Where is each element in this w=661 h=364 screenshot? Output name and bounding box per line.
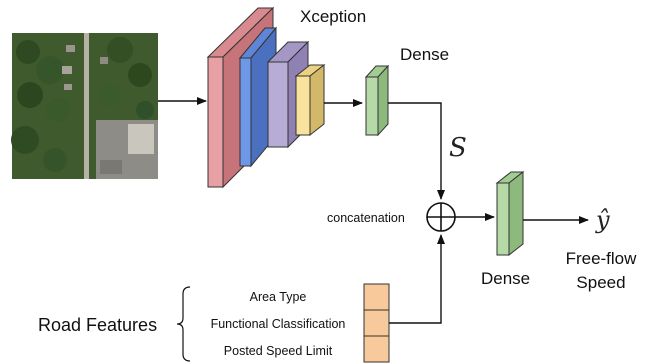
dense-output-label: Dense [481, 269, 530, 288]
dense-layer-top [364, 64, 390, 137]
dense-layer-output [495, 170, 525, 257]
feature-area-type: Area Type [250, 290, 307, 304]
arrow-features-to-concat [389, 234, 445, 324]
circled-plus-icon [426, 202, 456, 232]
dense-top-label: Dense [400, 45, 449, 64]
aerial-input-image [11, 33, 158, 179]
feature-brace [176, 286, 191, 362]
road-features-label: Road Features [38, 315, 157, 335]
arrow-dense-to-concat [388, 102, 445, 200]
y-hat-symbol: ŷ [595, 206, 610, 234]
feature-vector [363, 283, 390, 363]
output-label-line1: Free-flow [566, 249, 638, 268]
output-label-line2: Speed [576, 273, 625, 292]
xception-label: Xception [300, 7, 366, 26]
concatenation-label: concatenation [327, 211, 405, 225]
feature-functional-classification: Functional Classification [211, 317, 346, 331]
s-symbol: S [449, 133, 467, 163]
xception-block-yellow [294, 63, 326, 137]
feature-posted-speed-limit: Posted Speed Limit [224, 344, 333, 358]
